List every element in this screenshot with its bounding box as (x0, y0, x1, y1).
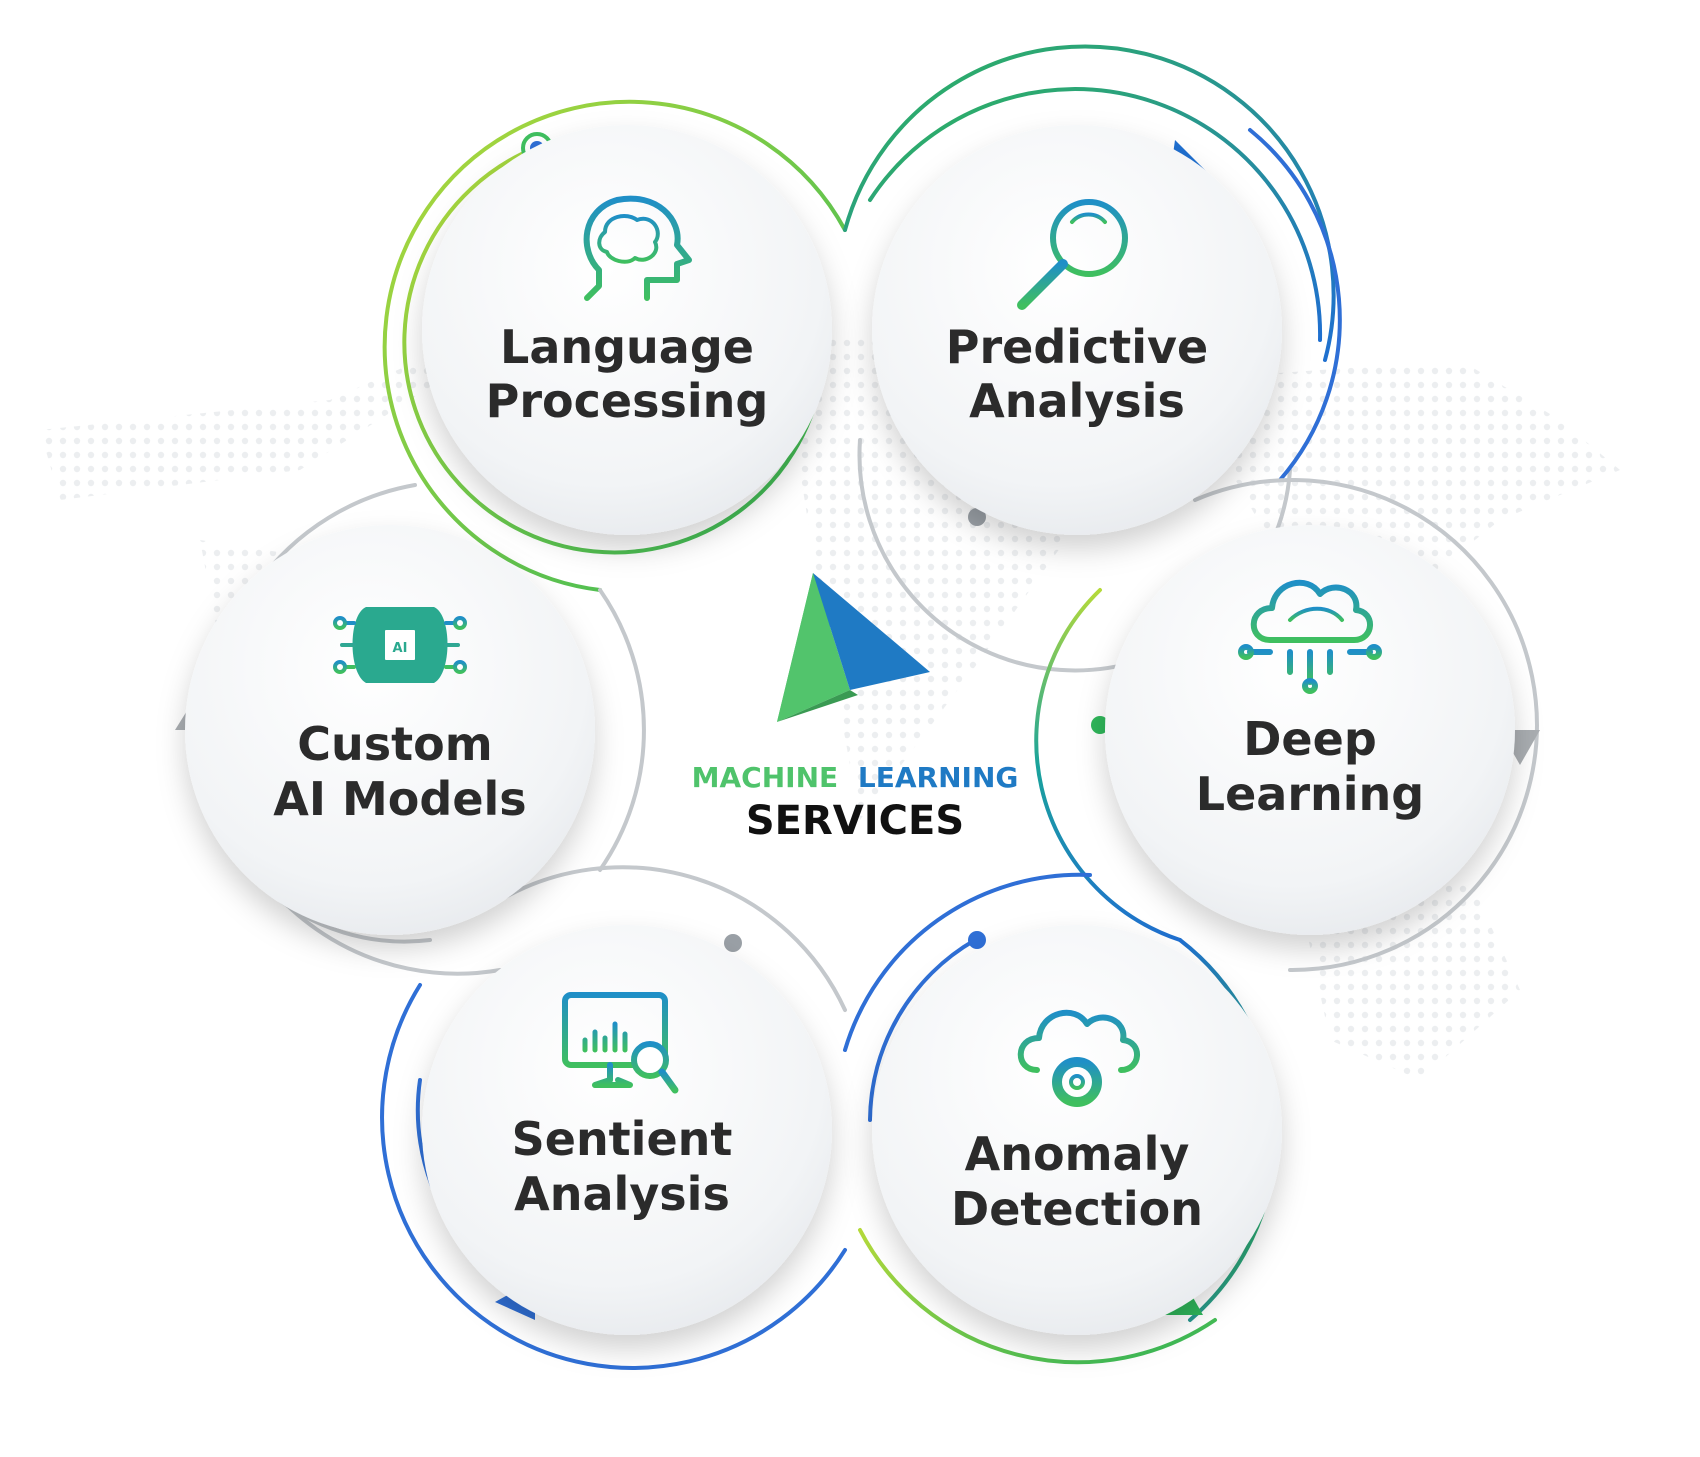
label-language-line2: Processing (486, 374, 769, 428)
arc-custom-right (598, 588, 646, 872)
label-sentient-line2: Analysis (514, 1167, 730, 1221)
monitor-chart-icon (562, 992, 679, 1094)
marker-dot-deep (1091, 716, 1109, 734)
label-predictive-line2: Analysis (969, 374, 1185, 428)
center-title-learning: LEARNING (858, 761, 1018, 794)
center-title-line2: SERVICES (746, 798, 964, 844)
label-anomaly-line1: Anomaly (965, 1127, 1190, 1181)
arc-predictive-inner (868, 87, 1323, 342)
center-title-machine: MACHINE (692, 761, 839, 794)
arc-deep-grey (1193, 478, 1539, 973)
disc-anomaly (872, 925, 1282, 1335)
label-anomaly-line2: Detection (951, 1182, 1203, 1236)
label-predictive-line1: Predictive (946, 320, 1209, 374)
connector-arcs (192, 44, 1539, 1370)
arc-language-inner (402, 146, 827, 555)
logo-blue-facet (813, 573, 930, 690)
service-icons (333, 195, 1382, 1107)
marker-dot-anomaly (968, 931, 986, 949)
disc-sentient (422, 925, 832, 1335)
brain-head-icon (583, 195, 692, 301)
disc-deep (1105, 525, 1515, 935)
label-deep-line2: Learning (1196, 767, 1424, 821)
marker-dot-predictive (968, 508, 986, 526)
service-labels: Language Processing Predictive Analysis … (273, 320, 1424, 1236)
center-title-line1: MACHINE LEARNING (692, 761, 1019, 794)
label-deep-line1: Deep (1243, 712, 1377, 766)
arc-deep-color (1034, 588, 1182, 942)
arc-predictive-outer-right (1248, 128, 1342, 482)
label-custom-line1: Custom (297, 717, 492, 771)
magnifier-icon (1017, 199, 1128, 310)
center-logo (777, 573, 930, 722)
cloud-network-icon (1238, 579, 1382, 694)
logo-green-facet-main (777, 573, 850, 722)
disc-predictive (872, 125, 1282, 535)
label-custom-line2: AI Models (273, 772, 526, 826)
service-discs (185, 125, 1515, 1335)
label-sentient-line1: Sentient (512, 1112, 733, 1166)
disc-custom (185, 525, 595, 935)
ai-chip-label: AI (393, 641, 408, 656)
label-language-line1: Language (500, 320, 754, 374)
marker-dot-sentient (724, 934, 742, 952)
arc-language-outer (382, 99, 847, 592)
logo-dark-edge (777, 690, 858, 722)
ai-brain-chip-icon (333, 607, 467, 683)
arc-anomaly-outer (843, 872, 1092, 1052)
arc-anomaly-inner (868, 938, 977, 1122)
arc-sentient-outer (380, 983, 847, 1370)
disc-language (422, 125, 832, 535)
arc-anomaly-bottom (858, 1228, 1217, 1365)
cloud-gear-icon (1017, 1009, 1140, 1107)
arc-sentient-top-grey (498, 865, 847, 1012)
